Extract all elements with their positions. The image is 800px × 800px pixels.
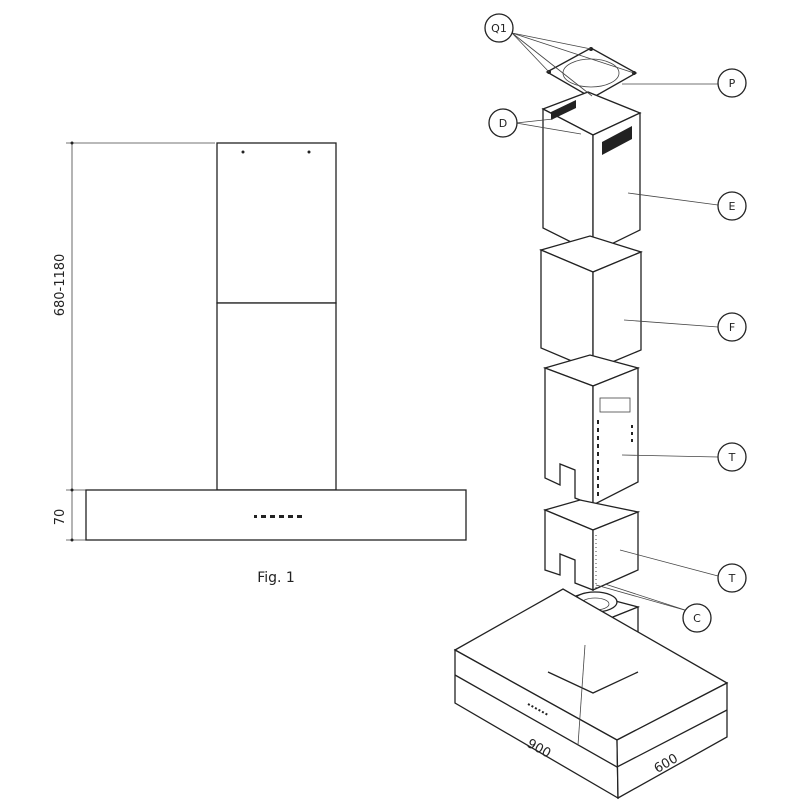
middle-chimney-section-f — [539, 235, 643, 371]
figure-caption: Fig. 1 — [257, 570, 295, 586]
svg-text:T: T — [728, 451, 736, 464]
svg-text:E: E — [729, 200, 736, 213]
figure-1-front-view: 680-1180 70 Fig. 1 — [53, 141, 467, 586]
hood-base — [453, 588, 729, 800]
telescopic-section-t-upper — [542, 354, 641, 507]
callout-f: F — [717, 312, 747, 342]
svg-text:Q1: Q1 — [491, 22, 507, 35]
height-dimension-label: 680-1180 — [53, 254, 68, 317]
callout-t-lower: T — [717, 563, 747, 593]
callout-t-upper: T — [717, 442, 747, 472]
svg-text:F: F — [729, 321, 735, 334]
hood-height-dimension-label: 70 — [53, 509, 68, 526]
height-dimension-line — [66, 141, 215, 542]
svg-text:T: T — [728, 572, 736, 585]
svg-text:P: P — [729, 77, 736, 90]
hood-body — [85, 489, 467, 541]
svg-text:C: C — [693, 612, 701, 625]
upper-chimney — [216, 142, 337, 304]
control-buttons — [254, 515, 302, 518]
callout-e: E — [717, 191, 747, 221]
mounting-plate — [545, 47, 638, 99]
leader-lines — [511, 32, 719, 612]
callout-c: C — [682, 603, 712, 633]
lower-chimney — [216, 302, 337, 491]
telescopic-section-t-lower — [543, 499, 641, 592]
callout-d: D — [488, 108, 518, 138]
callout-p: P — [717, 68, 747, 98]
upper-chimney-section-e — [541, 91, 642, 255]
callout-q1: Q1 — [484, 13, 514, 43]
exploded-view: 900 600 Q1 P D — [453, 13, 747, 800]
svg-text:D: D — [499, 117, 507, 130]
